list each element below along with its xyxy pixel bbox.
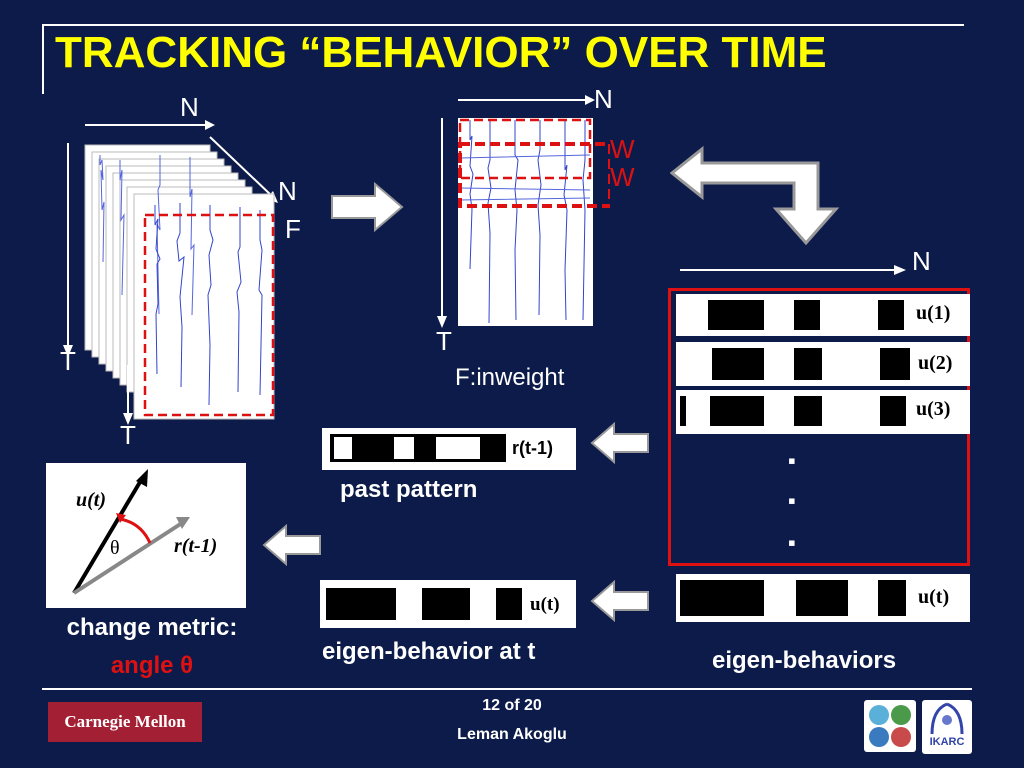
window-label-1: W (610, 134, 635, 164)
eigen-caption: eigen-behaviors (712, 647, 897, 674)
ellipsis-dot-2: ▪ (788, 488, 796, 513)
page-number: 12 of 20 (482, 697, 542, 714)
eigen-bar-u1-label: u(1) (916, 302, 951, 324)
arrow-left-icon (590, 580, 649, 622)
angle-vectors (72, 469, 190, 595)
past-caption: past pattern (340, 476, 478, 503)
r-vector-label: r(t-1) (174, 535, 218, 557)
tensor-t-bottom: T (120, 420, 136, 450)
arrow-right-icon (331, 182, 404, 232)
eigen-bar-u2-label: u(2) (918, 352, 953, 374)
metric-line-1: change metric: (66, 614, 238, 641)
carnegie-mellon-logo: Carnegie Mellon (48, 702, 202, 742)
title-left-line (42, 24, 44, 94)
past-pattern-bar: r(t-1) (322, 428, 576, 470)
eigen-bar-u1: u(1) (676, 294, 970, 336)
tensor-n-top: N (180, 92, 199, 122)
window-label-2: W (610, 162, 635, 192)
eigen-bar-u2: u(2) (676, 342, 970, 386)
tensor-stack (63, 120, 278, 425)
eigen-n-label: N (912, 246, 931, 276)
current-caption: eigen-behavior at t (322, 638, 536, 665)
research-logo (864, 700, 916, 752)
metric-line-2: angle θ (110, 652, 194, 679)
current-eigen-bar: u(t) (320, 580, 576, 628)
title-top-line (42, 24, 964, 26)
eigen-bar-u3-label: u(3) (916, 398, 951, 420)
tensor-f-label: F (285, 214, 301, 244)
author-name: Leman Akoglu (457, 726, 567, 743)
ikarc-logo: IKARC (922, 700, 972, 754)
matrix-caption: F:inweight (455, 364, 565, 391)
ellipsis-dot-3: ▪ (788, 530, 796, 555)
eigen-bar-ut-label: u(t) (918, 586, 950, 608)
eigen-bar-u3: u(3) (676, 390, 970, 434)
ellipsis-dot-1: ▪ (788, 448, 796, 473)
slide-title: TRACKING “BEHAVIOR” OVER TIME (55, 28, 827, 77)
matrix-t-label: T (436, 326, 452, 356)
eigen-bar-ut: u(t) (676, 574, 970, 622)
matrix-n-label: N (594, 84, 613, 114)
weight-matrix (437, 95, 610, 328)
u-vector-label: u(t) (76, 489, 106, 511)
eigen-n-arrow (680, 265, 906, 275)
angle-diagram: u(t) r(t-1) θ (46, 463, 246, 608)
u-turn-arrow-icon (670, 145, 840, 246)
arrow-left-icon (262, 524, 321, 566)
arrow-left-icon (590, 422, 649, 464)
theta-label: θ (110, 537, 120, 559)
tensor-page-stack (84, 144, 275, 420)
tensor-t-left: T (60, 346, 76, 376)
past-bar-label: r(t-1) (512, 438, 553, 458)
current-bar-label: u(t) (530, 594, 560, 615)
ikarc-logo-text: IKARC (929, 736, 965, 748)
tensor-n-side: N (278, 176, 297, 206)
footer-line (42, 688, 972, 690)
